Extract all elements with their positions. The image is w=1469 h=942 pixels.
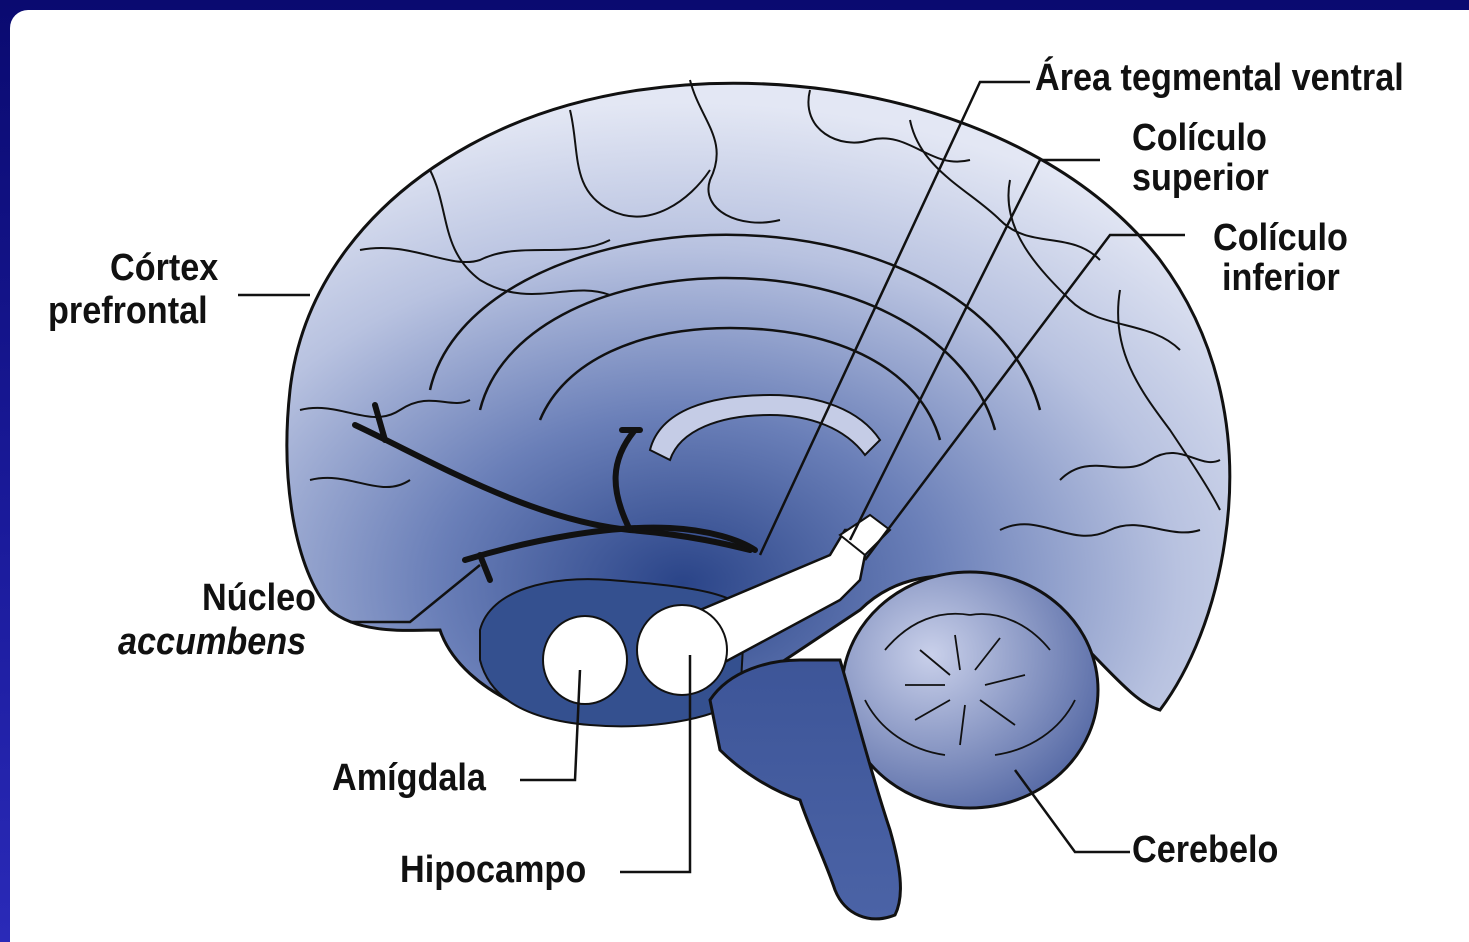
- label-nucleo-accumbens-line1: Núcleo: [202, 578, 316, 619]
- label-coliculo-inferior-line1: Colículo: [1213, 218, 1348, 259]
- cerebellum-shape: [842, 572, 1098, 808]
- label-hipocampo: Hipocampo: [400, 850, 586, 891]
- label-cerebelo: Cerebelo: [1132, 830, 1278, 871]
- label-amigdala: Amígdala: [332, 758, 486, 799]
- amygdala-region: [543, 616, 627, 704]
- label-nucleo-accumbens-line2: accumbens: [118, 622, 306, 663]
- label-coliculo-inferior-line2: inferior: [1222, 258, 1340, 299]
- diagram-frame: Área tegmental ventral Colículo superior…: [10, 10, 1469, 942]
- label-cortex-prefrontal-line1: Córtex: [110, 248, 218, 289]
- label-coliculo-superior-line2: superior: [1132, 158, 1269, 199]
- hippocampus-region: [637, 605, 727, 695]
- label-area-tegmental-ventral: Área tegmental ventral: [1035, 58, 1404, 99]
- label-coliculo-superior-line1: Colículo: [1132, 118, 1267, 159]
- label-cortex-prefrontal-line2: prefrontal: [48, 291, 208, 332]
